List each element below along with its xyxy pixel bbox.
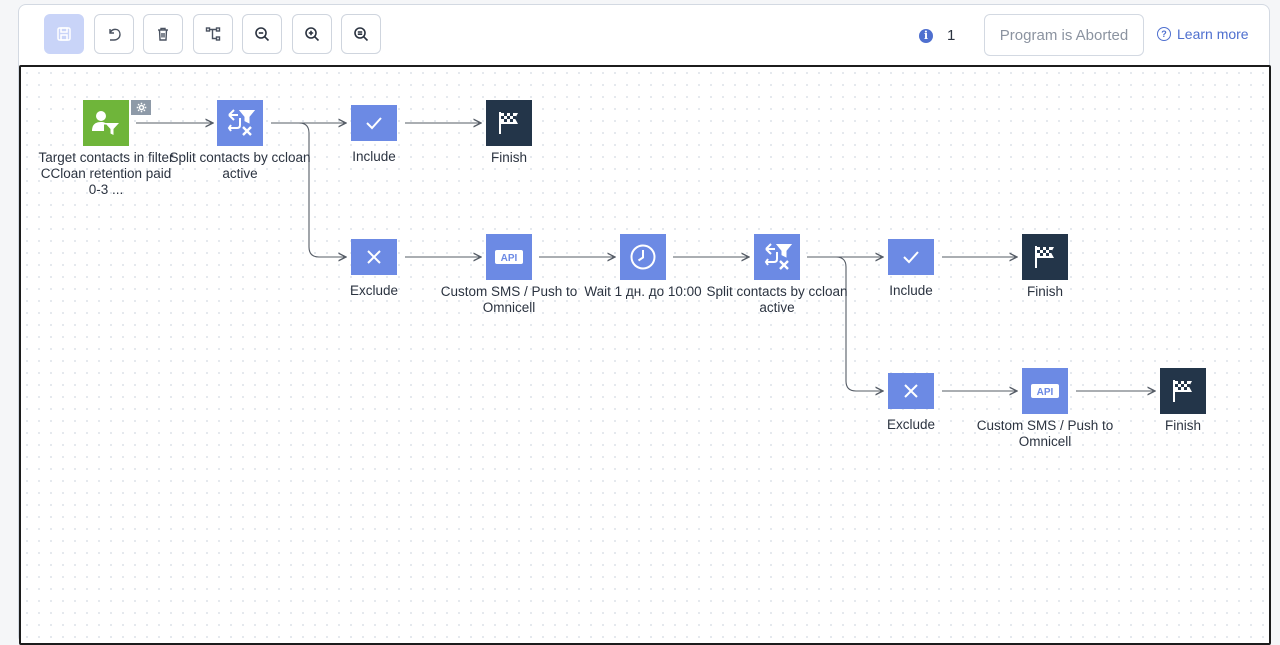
zoom-in-button[interactable] bbox=[292, 14, 332, 54]
node-label: Exclude bbox=[886, 417, 936, 432]
learn-more-link[interactable]: ? Learn more bbox=[1157, 26, 1249, 42]
node-box bbox=[888, 373, 934, 409]
save-button[interactable] bbox=[44, 14, 84, 54]
workflow-canvas[interactable]: Target contacts in filter CCloan retenti… bbox=[19, 65, 1271, 645]
undo-icon bbox=[109, 28, 121, 41]
node-box bbox=[217, 100, 263, 146]
node-include-1[interactable]: Include bbox=[351, 105, 397, 164]
node-split-1[interactable]: Split contacts by ccloan active bbox=[169, 100, 311, 181]
check-icon bbox=[366, 117, 382, 130]
node-finish-2[interactable]: Finish bbox=[1022, 234, 1068, 299]
node-finish-3[interactable]: Finish bbox=[1160, 368, 1206, 433]
node-custom-sms-1[interactable]: API Custom SMS / Push to Omnicell bbox=[441, 234, 577, 315]
node-box bbox=[754, 234, 800, 280]
trash-icon bbox=[158, 27, 168, 41]
edge-split1-exclude1 bbox=[271, 122, 346, 257]
node-label: Finish bbox=[1026, 284, 1063, 299]
node-exclude-2[interactable]: Exclude bbox=[887, 373, 935, 432]
node-box bbox=[1160, 368, 1206, 414]
node-label: Target contacts in filter CCloan retenti… bbox=[38, 150, 174, 197]
node-finish-1[interactable]: Finish bbox=[486, 100, 532, 165]
info-count: 1 bbox=[947, 27, 956, 44]
check-icon bbox=[903, 251, 919, 264]
auto-layout-button[interactable] bbox=[193, 14, 233, 54]
tree-layout-icon bbox=[205, 27, 221, 41]
clock-icon bbox=[630, 244, 656, 270]
node-box bbox=[351, 239, 397, 275]
cross-icon bbox=[904, 384, 918, 398]
node-box: API bbox=[486, 234, 532, 280]
node-label: Wait 1 дн. до 10:00 bbox=[584, 284, 702, 299]
node-label: Finish bbox=[1164, 418, 1201, 433]
node-box bbox=[83, 100, 129, 146]
api-icon: API bbox=[495, 250, 523, 264]
node-box bbox=[620, 234, 666, 280]
node-custom-sms-2[interactable]: API Custom SMS / Push to Omnicell bbox=[977, 368, 1113, 449]
svg-text:API: API bbox=[501, 253, 518, 264]
finish-flag-icon bbox=[1035, 246, 1054, 268]
program-editor-card: i 1 Program is Aborted ? Learn more bbox=[18, 4, 1271, 645]
node-box bbox=[351, 105, 397, 141]
node-include-2[interactable]: Include bbox=[888, 239, 934, 298]
delete-button[interactable] bbox=[143, 14, 183, 54]
node-exclude-1[interactable]: Exclude bbox=[350, 239, 398, 298]
split-filter-icon bbox=[764, 243, 793, 270]
zoom-in-icon bbox=[305, 27, 320, 42]
edge-split2-exclude2 bbox=[807, 256, 883, 391]
node-wait-1[interactable]: Wait 1 дн. до 10:00 bbox=[584, 234, 702, 299]
node-label: Custom SMS / Push to Omnicell bbox=[976, 418, 1114, 449]
save-icon bbox=[57, 27, 71, 41]
node-label: Include bbox=[889, 283, 933, 298]
learn-more-label: Learn more bbox=[1177, 26, 1249, 42]
zoom-out-button[interactable] bbox=[242, 14, 282, 54]
help-circle-icon: ? bbox=[1157, 27, 1171, 41]
program-status-badge: Program is Aborted bbox=[984, 14, 1144, 56]
node-label: Finish bbox=[490, 150, 527, 165]
node-box bbox=[486, 100, 532, 146]
node-label: Exclude bbox=[349, 283, 399, 298]
toolbar: i 1 Program is Aborted ? Learn more bbox=[19, 5, 1271, 65]
node-box: API bbox=[1022, 368, 1068, 414]
info-icon: i bbox=[919, 28, 933, 43]
zoom-reset-button[interactable] bbox=[341, 14, 381, 54]
split-filter-icon bbox=[227, 109, 256, 136]
zoom-out-icon bbox=[255, 27, 270, 42]
node-box bbox=[1022, 234, 1068, 280]
api-icon: API bbox=[1031, 384, 1059, 398]
finish-flag-icon bbox=[1173, 380, 1192, 402]
node-label: Include bbox=[352, 149, 396, 164]
svg-text:API: API bbox=[1037, 387, 1054, 398]
node-split-2[interactable]: Split contacts by ccloan active bbox=[706, 234, 848, 315]
node-label: Custom SMS / Push to Omnicell bbox=[440, 284, 578, 315]
cross-icon bbox=[367, 250, 381, 264]
user-filter-icon bbox=[92, 111, 119, 135]
workflow-connectors bbox=[136, 67, 1269, 643]
undo-button[interactable] bbox=[94, 14, 134, 54]
node-start-filter[interactable]: Target contacts in filter CCloan retenti… bbox=[38, 100, 174, 197]
node-box bbox=[888, 239, 934, 275]
node-label: Split contacts by ccloan active bbox=[169, 150, 311, 181]
info-counter[interactable]: i 1 bbox=[919, 27, 955, 44]
settings-gear-icon[interactable] bbox=[131, 100, 151, 115]
node-label: Split contacts by ccloan active bbox=[706, 284, 848, 315]
finish-flag-icon bbox=[499, 112, 518, 134]
zoom-reset-icon bbox=[354, 27, 369, 42]
